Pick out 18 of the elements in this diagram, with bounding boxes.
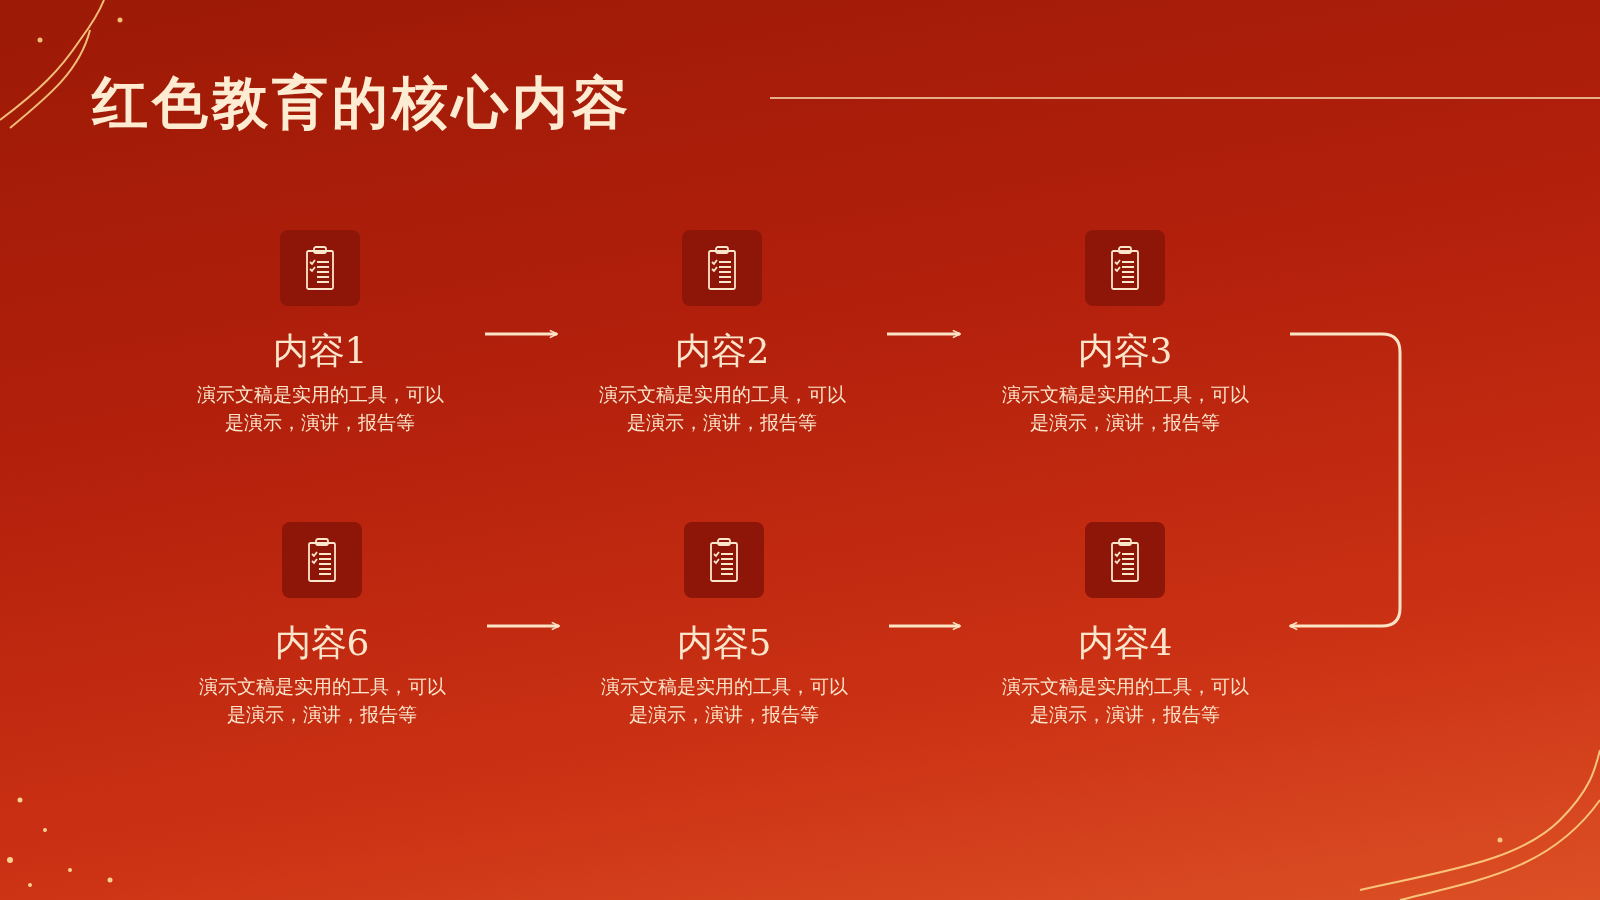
item-heading: 内容2 [673, 330, 771, 372]
item-heading: 内容5 [675, 622, 773, 664]
item-description: 演示文稿是实用的工具，可以是演示，演讲，报告等 [1000, 674, 1250, 727]
item-description: 演示文稿是实用的工具，可以是演示，演讲，报告等 [197, 674, 447, 727]
flow-arrow [887, 329, 961, 339]
flow-arrow [889, 621, 961, 631]
item-description: 演示文稿是实用的工具，可以是演示，演讲，报告等 [599, 674, 849, 727]
flow-arrow [487, 621, 560, 631]
flow-arrow [485, 329, 558, 339]
item-description: 演示文稿是实用的工具，可以是演示，演讲，报告等 [1000, 382, 1250, 435]
slide-title: 红色教育的核心内容 [92, 68, 632, 137]
item-heading: 内容3 [1076, 330, 1174, 372]
item-heading: 内容6 [273, 622, 371, 664]
item-description: 演示文稿是实用的工具，可以是演示，演讲，报告等 [597, 382, 847, 435]
item-description: 演示文稿是实用的工具，可以是演示，演讲，报告等 [195, 382, 445, 435]
item-heading: 内容4 [1076, 622, 1174, 664]
flow-arrow [1289, 332, 1402, 631]
item-heading: 内容1 [271, 330, 369, 372]
